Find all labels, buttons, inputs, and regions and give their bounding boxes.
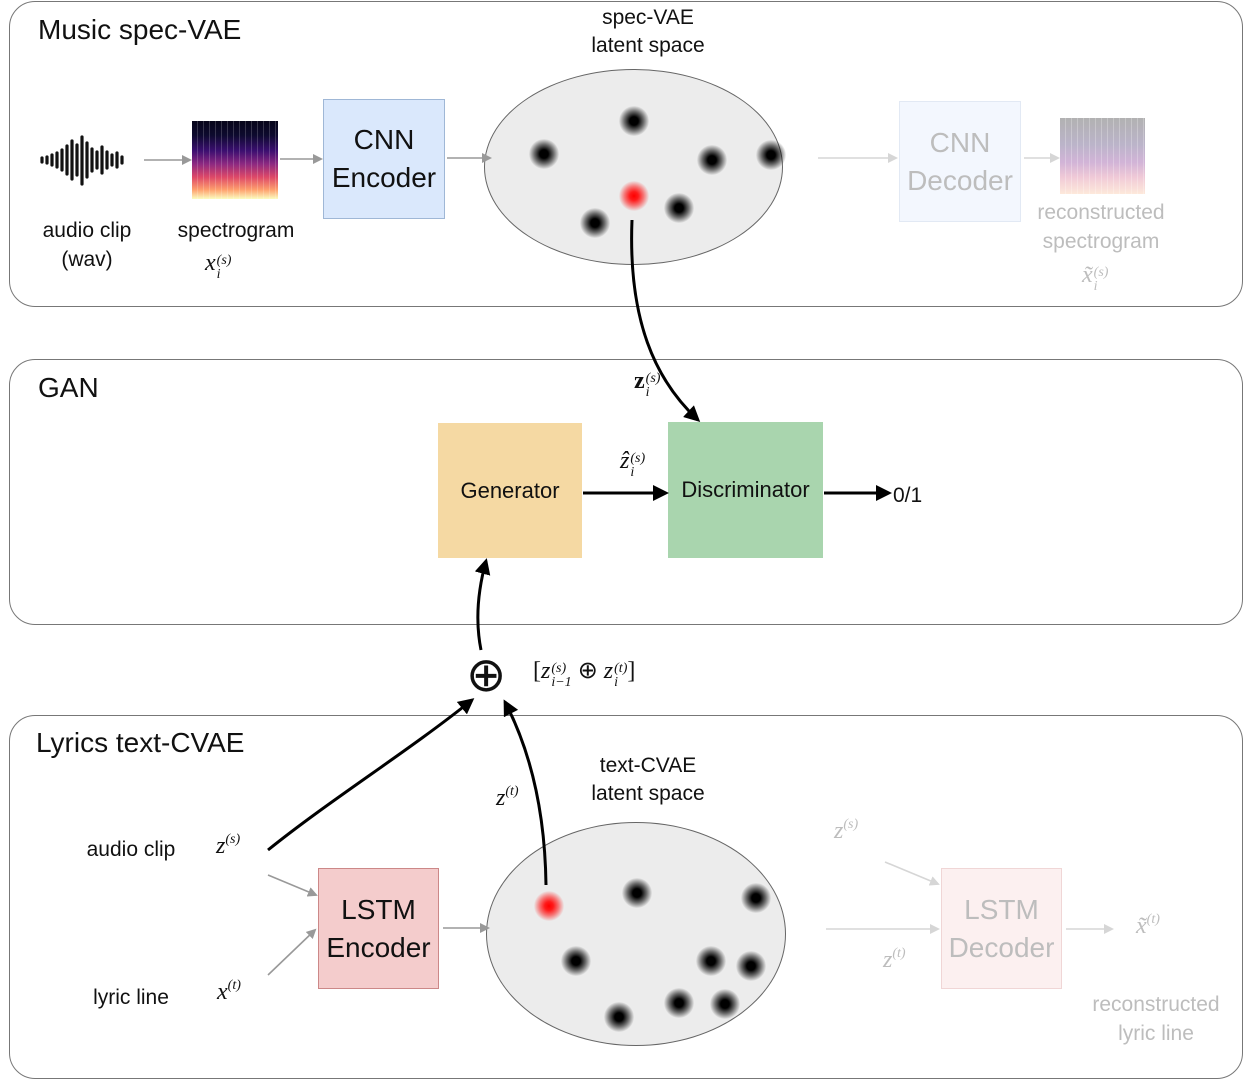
- z-fake-symbol: ẑ(s)i: [620, 448, 646, 480]
- latent-point: [736, 951, 766, 981]
- x-tilde-t-symbol: x̃(t): [1136, 912, 1160, 939]
- latent-point: [529, 139, 559, 169]
- gan-panel: [9, 359, 1243, 625]
- audio-clip-label: audio clip (wav): [42, 219, 132, 271]
- reconstructed-spectrogram-label: reconstructed spectrogram: [1037, 201, 1165, 253]
- text-latent-label: text-CVAE latent space: [591, 754, 705, 805]
- lyric-line-label: lyric line: [93, 986, 169, 1009]
- spectrogram-image: [192, 121, 278, 199]
- decoder-z-s-symbol: z(s): [834, 817, 859, 844]
- latent-point: [741, 883, 771, 913]
- z-s-input-symbol: z(s): [216, 832, 241, 859]
- gan-title: GAN: [38, 372, 99, 403]
- x-s-symbol: x(s)i: [205, 250, 232, 282]
- latent-point: [756, 140, 786, 170]
- active-latent-point: [534, 891, 564, 921]
- audio-clip-input-label: audio clip: [86, 838, 176, 861]
- z-real-symbol: z(s)i: [634, 368, 661, 400]
- latent-point: [697, 145, 727, 175]
- x-t-input-symbol: x(t): [217, 978, 241, 1005]
- x-tilde-s-symbol: x̃(s)i: [1082, 262, 1109, 294]
- latent-point: [580, 208, 610, 238]
- text-cvae-title: Lyrics text-CVAE: [36, 727, 245, 758]
- reconstructed-lyric-label: reconstructed lyric line: [1092, 993, 1220, 1045]
- z-t-symbol: z(t): [496, 784, 519, 811]
- text-latent-space: [486, 822, 786, 1046]
- reconstructed-spectrogram-image: [1060, 118, 1145, 194]
- latent-point: [561, 946, 591, 976]
- decoder-z-t-symbol: z(t): [883, 946, 906, 973]
- spec-vae-title: Music spec-VAE: [38, 14, 242, 45]
- spec-latent-space: [484, 69, 783, 265]
- latent-point: [604, 1002, 634, 1032]
- latent-point: [622, 878, 652, 908]
- gan-output-label: 0/1: [893, 484, 923, 507]
- concat-symbol: ⊕: [466, 647, 507, 703]
- latent-point: [710, 989, 740, 1019]
- latent-point: [696, 946, 726, 976]
- latent-point: [619, 106, 649, 136]
- generator-box: Generator: [438, 423, 582, 558]
- spec-latent-label: spec-VAE latent space: [591, 6, 705, 57]
- latent-point: [664, 193, 694, 223]
- latent-point: [664, 988, 694, 1018]
- spectrogram-label: spectrogram: [177, 219, 295, 242]
- active-latent-point: [619, 181, 649, 211]
- discriminator-box: Discriminator: [668, 422, 823, 558]
- concat-expression: [z(s)i−1 ⊕ z(t)i]: [533, 658, 636, 690]
